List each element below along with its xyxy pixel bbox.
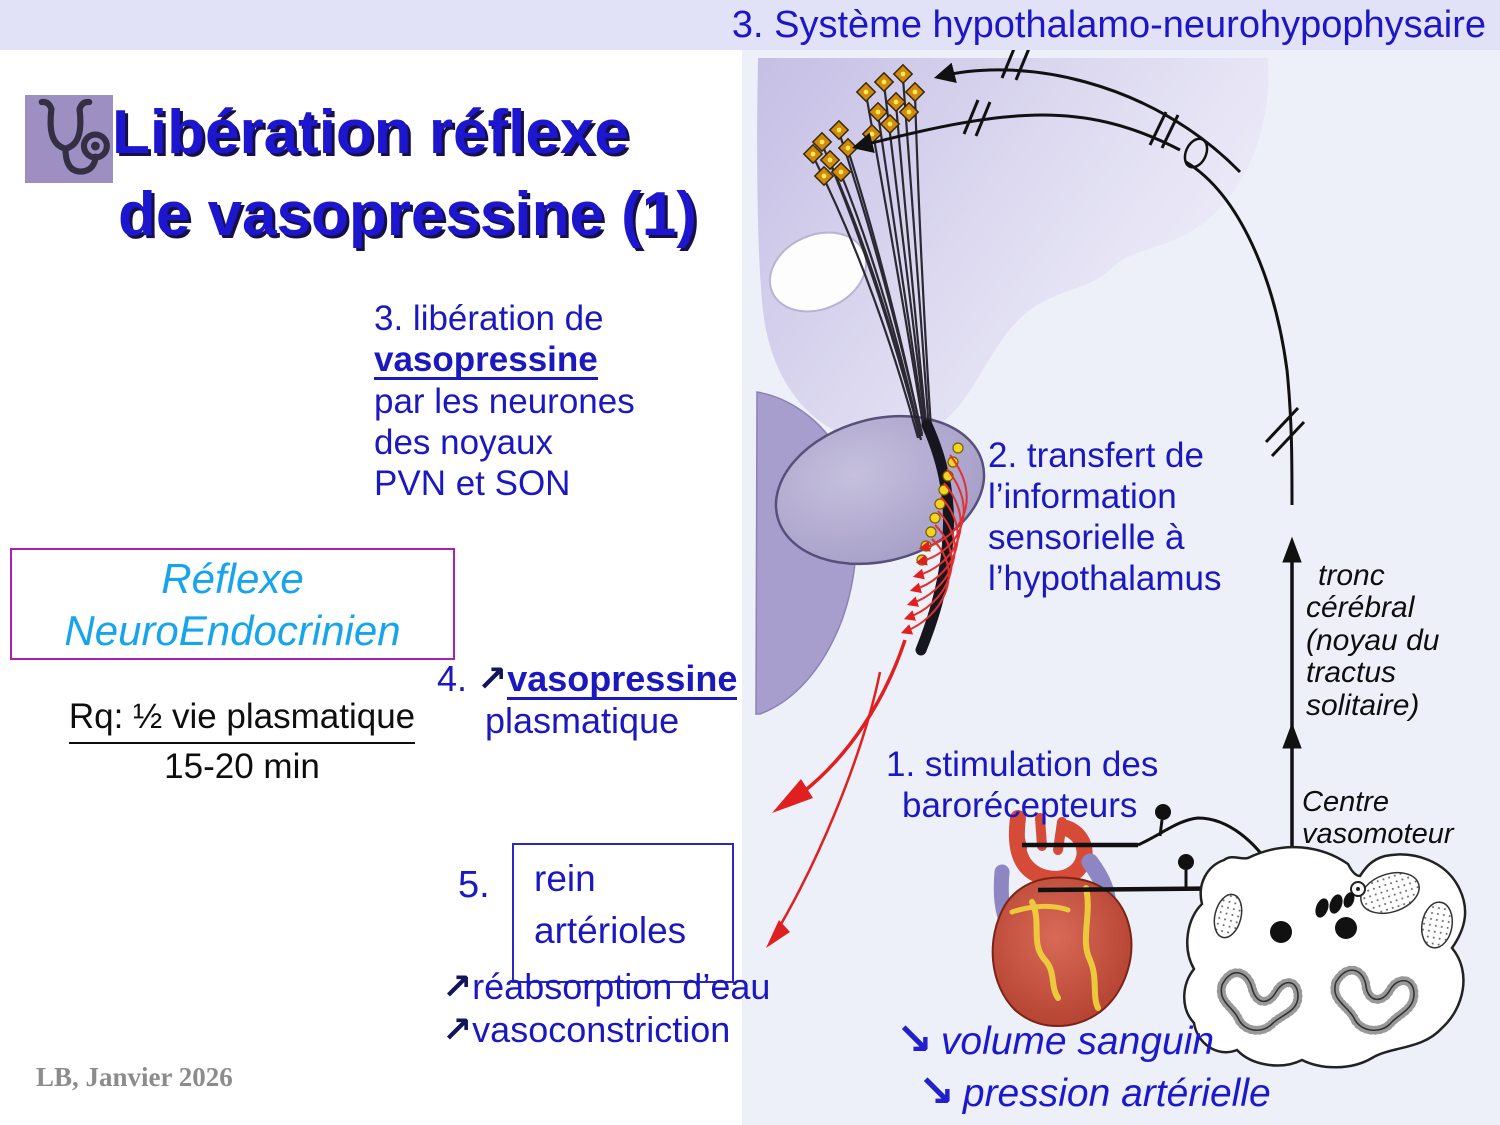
step3-line1: 3. libération de [374,299,604,338]
slide-header-banner: 3. Système hypothalamo-neurohypophysaire [0,0,1500,50]
stethoscope-tile [25,95,113,183]
increase-arrow-icon: ↗ [442,967,473,1008]
effect-item: ↗vasoconstriction [442,1009,770,1052]
chapter-title: 3. Système hypothalamo-neurohypophysaire [731,4,1486,46]
step2-line4: l’hypothalamus [988,558,1222,598]
step3-vasopressine: vasopressine [374,340,598,381]
centre-line1: Centre [1302,786,1390,818]
step5-number: 5. [458,864,490,906]
step4-label: 4. ↗vasopressine plasmatique [437,658,738,742]
stethoscope-icon [38,98,110,175]
plasma-halflife-note: Rq: ½ vie plasmatique 15-20 min [52,694,432,789]
outcome-text-2: pression artérielle [962,1071,1271,1115]
decrease-arrow-icon: ↘ [896,1014,933,1065]
title-line-1: Libération réflexe [112,98,629,167]
afferent-arc-arrows [851,43,1306,506]
outcomes-list: ↘volume sanguin ↘pression artérielle [896,1014,1271,1118]
vasomotor-center-label: Centre vasomoteur [1302,786,1454,851]
kidney-arterioles-box: rein artérioles [512,843,734,983]
step2-label: 2. transfert de l’information sensoriell… [988,436,1221,600]
step2-line3: sensorielle à [988,517,1185,557]
step2-line1: 2. transfert de [988,436,1204,475]
step2-line2: l’information [988,476,1177,516]
tronc-line2: cérébral [1306,591,1415,625]
neuron-cluster-diamonds [802,63,926,187]
title-line-2: de vasopressine (1) [118,179,697,249]
step4-number: 4. [437,658,468,699]
step5-line1: rein [534,858,596,899]
increase-arrow-icon: ↗ [477,659,508,700]
outcome-item: ↘pression artérielle [896,1066,1271,1118]
vasopressin-release-fan [900,454,968,635]
outcome-text-1: volume sanguin [940,1020,1215,1063]
effect-item: ↗réabsorption d’eau [442,966,770,1009]
inferior-olive-squiggles [1216,965,1419,1035]
red-release-arrows [766,639,907,948]
tronc-line5: solitaire) [1306,688,1420,722]
author-date-credit: LB, Janvier 2026 [36,1062,233,1092]
effect-text-1: réabsorption d’eau [472,966,771,1007]
page-title: Libération réflexe de vasopressine (1) [112,92,697,256]
step4-line2: plasmatique [485,700,680,742]
step3-line4: des noyaux [374,422,554,462]
step5-line2: artérioles [534,909,687,951]
decrease-arrow-icon: ↘ [918,1065,955,1117]
pituitary-stalk-bundle [915,419,955,656]
reflex-line1: Réflexe [161,555,304,602]
step3-line3: par les neurones [374,381,635,421]
effect-text-2: vasoconstriction [472,1008,731,1050]
centre-line2: vasomoteur [1302,818,1454,851]
step1-label: 1. stimulation des barorécepteurs [886,744,1158,827]
note-value: 15-20 min [164,746,320,786]
outcome-item: ↘volume sanguin [896,1014,1271,1066]
increase-arrow-icon: ↗ [442,1009,473,1051]
axon-fiber-bundle [812,77,933,441]
step1-line1: 1. stimulation des [886,745,1159,784]
tronc-line3: (noyau du [1306,623,1440,657]
step4-vasopressine: vasopressine [507,658,738,700]
step3-line5: PVN et SON [374,464,571,504]
tronc-line1: tronc [1318,559,1385,592]
heart-illustration [991,810,1133,1027]
step3-label: 3. libération de vasopressine par les ne… [374,298,635,504]
reflex-neuroendocrine-box: Réflexe NeuroEndocrinien [10,548,455,660]
effects-list: ↗réabsorption d’eau ↗vasoconstriction [442,966,770,1052]
brainstem-cross-section [1183,845,1467,1069]
tronc-line4: tractus [1306,656,1397,690]
step1-line2: barorécepteurs [902,786,1138,826]
reflex-line2: NeuroEndocrinien [64,607,401,655]
brainstem-label: tronc cérébral (noyau du tractus solitai… [1306,559,1440,722]
note-title: Rq: ½ vie plasmatique [68,694,416,744]
